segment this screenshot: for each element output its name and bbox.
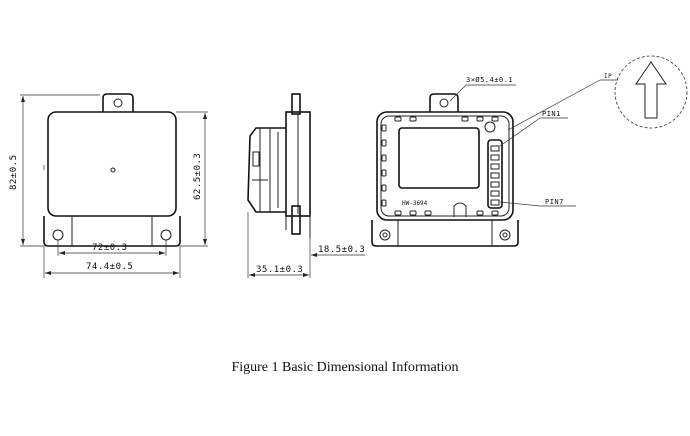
side-top-pin — [291, 93, 301, 115]
rear-bottom-flange — [371, 220, 519, 247]
dim-height-total: 82±0.5 — [9, 154, 19, 190]
side-bottom-pin — [291, 205, 301, 235]
side-connector-latch — [252, 151, 260, 167]
figure-caption: Figure 1 Basic Dimensional Information — [231, 360, 459, 375]
front-right-hole — [160, 229, 172, 241]
rear-label-window — [398, 127, 480, 189]
front-top-hole — [113, 98, 123, 108]
side-connector — [247, 127, 286, 213]
rear-top-hole — [439, 98, 449, 108]
rear-right-hole — [499, 229, 511, 241]
side-body — [285, 111, 311, 217]
callout-hole-size: 3×Ø5.4±0.1 — [466, 76, 513, 84]
front-body — [47, 111, 177, 217]
front-center-mark — [110, 167, 116, 173]
rear-top-tab — [429, 93, 459, 112]
dim-height-body: 62.5±0.3 — [193, 153, 203, 200]
rear-body — [376, 111, 514, 221]
rear-left-hole — [379, 229, 391, 241]
rear-ribs-top — [394, 116, 499, 122]
rear-ribs-bottom — [394, 210, 499, 216]
dim-depth-body: 18.5±0.3 — [318, 245, 365, 255]
rear-ribs-left — [381, 124, 387, 207]
rear-view: HW-3694 3×Ø5.4±0.1 PIN1 — [371, 55, 688, 247]
dim-depth-total: 35.1±0.3 — [256, 265, 303, 275]
front-top-tab — [102, 93, 134, 112]
side-view: 18.5±0.3 35.1±0.3 — [247, 93, 365, 278]
dim-width-holes: 72±0.3 — [92, 243, 128, 253]
detail-circle — [614, 55, 688, 129]
arrow-up-icon — [635, 61, 667, 119]
dim-width-total: 74.4±0.5 — [86, 262, 133, 272]
callout-pin-last: PIN7 — [545, 198, 564, 206]
callout-pin-first: PIN1 — [542, 110, 561, 118]
rear-connector-pins — [490, 145, 500, 206]
rear-boss — [484, 121, 496, 133]
front-view: 82±0.5 62.5±0.3 72±0.3 74.4±0.5 — [9, 93, 208, 278]
front-bottom-flange — [43, 216, 181, 247]
rear-connector — [487, 139, 503, 209]
callout-direction: IP — [604, 73, 612, 80]
front-left-hole — [52, 229, 64, 241]
rear-key-slot — [453, 202, 467, 217]
rear-label-plate: HW-3694 — [402, 200, 428, 207]
